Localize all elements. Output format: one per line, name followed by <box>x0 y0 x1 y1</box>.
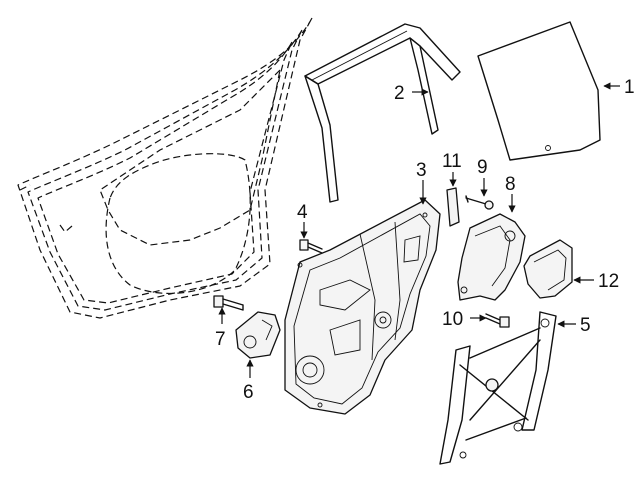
bolt-9 <box>465 195 494 210</box>
run-channel <box>304 23 461 203</box>
bolt-10 <box>485 313 510 328</box>
callout-8: 8 <box>505 174 516 195</box>
callout-12: 12 <box>598 271 619 292</box>
callout-5: 5 <box>580 315 591 336</box>
callout-3: 3 <box>416 160 427 181</box>
callouts: 1 2 3 11 9 8 4 12 7 10 5 6 <box>215 77 635 403</box>
trim-strip <box>446 187 460 227</box>
door-shell-outline <box>17 17 313 319</box>
bolt-4 <box>299 239 323 254</box>
bracket-8 <box>457 213 526 301</box>
window-regulator <box>439 311 557 465</box>
door-glass <box>477 21 601 161</box>
bracket-12 <box>523 239 573 299</box>
callout-4: 4 <box>297 202 308 223</box>
callout-2: 2 <box>394 83 405 104</box>
callout-9: 9 <box>477 157 488 178</box>
callout-1: 1 <box>624 77 635 98</box>
callout-10: 10 <box>442 309 463 330</box>
door-module-panel <box>284 199 441 415</box>
bolt-7 <box>213 295 244 311</box>
leader-lines <box>218 82 620 378</box>
callout-11: 11 <box>442 151 462 172</box>
callout-6: 6 <box>243 382 254 403</box>
window-motor <box>235 311 281 359</box>
callout-7: 7 <box>215 329 226 350</box>
